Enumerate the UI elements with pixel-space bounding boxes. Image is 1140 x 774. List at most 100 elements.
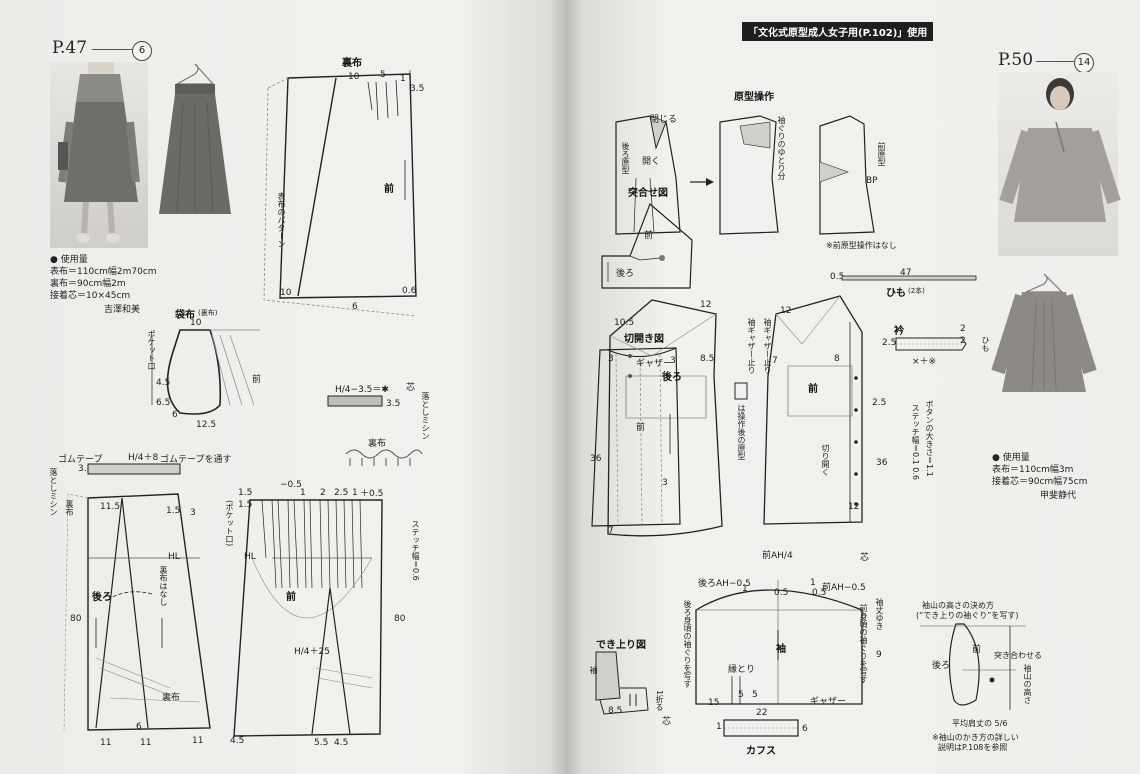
model-figure-icon bbox=[999, 78, 1121, 222]
dim-label: 3 bbox=[662, 478, 668, 488]
dim-label: 3 bbox=[670, 356, 676, 366]
dim-label: 5 bbox=[380, 70, 386, 80]
dim-label: 15 bbox=[708, 698, 720, 708]
divider bbox=[1036, 61, 1074, 62]
pocket-bag-diagram bbox=[151, 329, 260, 415]
author-name: 甲斐静代 bbox=[1040, 491, 1077, 501]
lining-label: 裏布 bbox=[65, 500, 74, 516]
legend-swatch bbox=[734, 382, 748, 400]
dim-label: 6 bbox=[802, 724, 808, 734]
dim-label: 12 bbox=[700, 300, 712, 310]
tuck-mark: 1 bbox=[300, 488, 306, 498]
front-label: 前 bbox=[286, 592, 296, 603]
dim-label: 80 bbox=[394, 614, 406, 624]
dim-label: 10 bbox=[190, 318, 202, 328]
dim-label: 4.5 bbox=[230, 736, 245, 746]
dim-label: 6.5 bbox=[156, 398, 171, 408]
dim-label: 5.5 bbox=[314, 738, 329, 748]
elastic-pass-label: ゴムテープを通す bbox=[160, 455, 232, 465]
core-label: 芯 bbox=[662, 717, 672, 727]
match-diagram-title: 突合せ図 bbox=[628, 188, 668, 199]
front-skirt-diagram bbox=[233, 499, 383, 737]
page-number: P.47 bbox=[52, 38, 88, 58]
back-label: 後ろ bbox=[92, 592, 112, 603]
dim-label: 8.5 bbox=[608, 706, 623, 716]
cut-open-label: 切り開く bbox=[821, 444, 830, 476]
core-label: 芯 bbox=[860, 553, 870, 563]
note-label: は操作後の原型 bbox=[737, 404, 746, 460]
dim-label: 6 bbox=[136, 722, 142, 732]
front-label: 前 bbox=[252, 375, 262, 385]
dim-label: 8 bbox=[834, 354, 840, 364]
dim-label: 3 bbox=[190, 508, 196, 518]
dim-label: 4.5 bbox=[334, 738, 349, 748]
stitch-label: ステッチ幅＝0.6 bbox=[411, 520, 420, 581]
tie-label: ひも bbox=[886, 288, 906, 299]
dim-label: 10 bbox=[348, 72, 360, 82]
ease-label: 落としミシン bbox=[421, 392, 430, 440]
divider bbox=[92, 49, 132, 50]
lining-hem-label: 裏布 bbox=[162, 693, 181, 703]
dim-label: 36 bbox=[590, 454, 602, 464]
dim-label: 3 bbox=[608, 354, 614, 364]
dim-label: 1 bbox=[400, 74, 406, 84]
dim-label: 11 bbox=[100, 738, 112, 748]
usage-heading: 使用量 bbox=[60, 255, 88, 265]
hl-label: HL bbox=[168, 552, 180, 562]
dim-label: 10 bbox=[280, 288, 292, 298]
finished-title: でき上り図 bbox=[596, 640, 646, 651]
interfacing-formula: H/4−3.5＝✱ bbox=[335, 385, 389, 395]
fabric-usage: ● 使用量 表布＝110cm幅3m 接着芯＝90cm幅75cm bbox=[992, 452, 1087, 488]
finished-sleeve-diagram bbox=[595, 651, 649, 715]
pocket-opening-label: ポケット口 bbox=[147, 330, 156, 370]
dim-label: 11 bbox=[192, 736, 204, 746]
tie-count: (2本) bbox=[908, 287, 925, 295]
armhole-ease-label: 袖ぐりのゆとり分 bbox=[777, 116, 786, 180]
stitch-label: ステッチ幅＝0.1 0.6 bbox=[911, 404, 920, 480]
gather-label: ギャザー bbox=[636, 359, 673, 369]
dim-label: 1 bbox=[810, 578, 816, 588]
back-gather-label: 後ろ身頃の袖ぐりを写す bbox=[683, 600, 692, 688]
dim-label: 8.5 bbox=[700, 354, 715, 364]
author-name: 吉澤和美 bbox=[104, 305, 141, 315]
fold-label: 1折る bbox=[655, 690, 664, 712]
front-label: 前 bbox=[644, 231, 654, 241]
dim-label: 5 bbox=[738, 690, 744, 700]
front-label: 前 bbox=[636, 423, 646, 433]
dim-label: 4.5 bbox=[156, 378, 171, 388]
fabric-usage: ● 使用量 表布＝110cm幅2m70cm 裏布＝90cm幅2m 接着芯＝10×… bbox=[50, 254, 157, 302]
dim-label: 47 bbox=[900, 268, 912, 278]
dim-label: 0.5 bbox=[774, 588, 789, 598]
front-ah-formula: 前AH−0.5 bbox=[822, 583, 866, 593]
tuck-mark: 2 bbox=[320, 488, 326, 498]
edge-label: 縁とり bbox=[728, 665, 756, 675]
bullet-icon: ● bbox=[50, 255, 58, 265]
dim-label: 1 bbox=[742, 584, 748, 594]
front-gather-label: 前身頃の袖ぐりを写す bbox=[859, 604, 868, 684]
dim-label: 12 bbox=[780, 306, 792, 316]
usage-line: 接着芯＝90cm幅75cm bbox=[992, 477, 1088, 487]
dim-label: 12.5 bbox=[196, 420, 217, 430]
collar-tie-label: ひも bbox=[981, 336, 990, 352]
sleeve-length-label: 袖丈ゆき bbox=[875, 598, 884, 630]
tuck-mark: 2.5 bbox=[334, 488, 349, 498]
note-line: 説明はP.108を参照 bbox=[938, 743, 1008, 752]
close-label: 閉じる bbox=[650, 115, 678, 125]
tuck-mark: −0.5 bbox=[280, 480, 302, 490]
garment-photo bbox=[155, 62, 235, 222]
pattern-op-note: ※前原型操作はなし bbox=[826, 241, 897, 250]
sleeve-diagram bbox=[695, 580, 863, 705]
interfacing-rect bbox=[327, 395, 383, 407]
pattern-note: 表布のパターン bbox=[277, 192, 286, 248]
skirt-hanger-icon bbox=[159, 63, 231, 214]
dim-label: 2.5 bbox=[882, 338, 897, 348]
dim-label: 1.5 bbox=[238, 488, 253, 498]
dim-label: 1 bbox=[716, 722, 722, 732]
page-number: P.50 bbox=[998, 50, 1034, 70]
no-lining-label: 裏布はなし bbox=[159, 566, 168, 606]
base-pattern-tag: 「文化式原型成人女子用(P.102)」使用 bbox=[742, 22, 934, 41]
open-label: 開く bbox=[642, 157, 661, 167]
pocket-bag-sub: (裏布) bbox=[198, 309, 218, 317]
lining-title: 裏布 bbox=[342, 58, 362, 69]
